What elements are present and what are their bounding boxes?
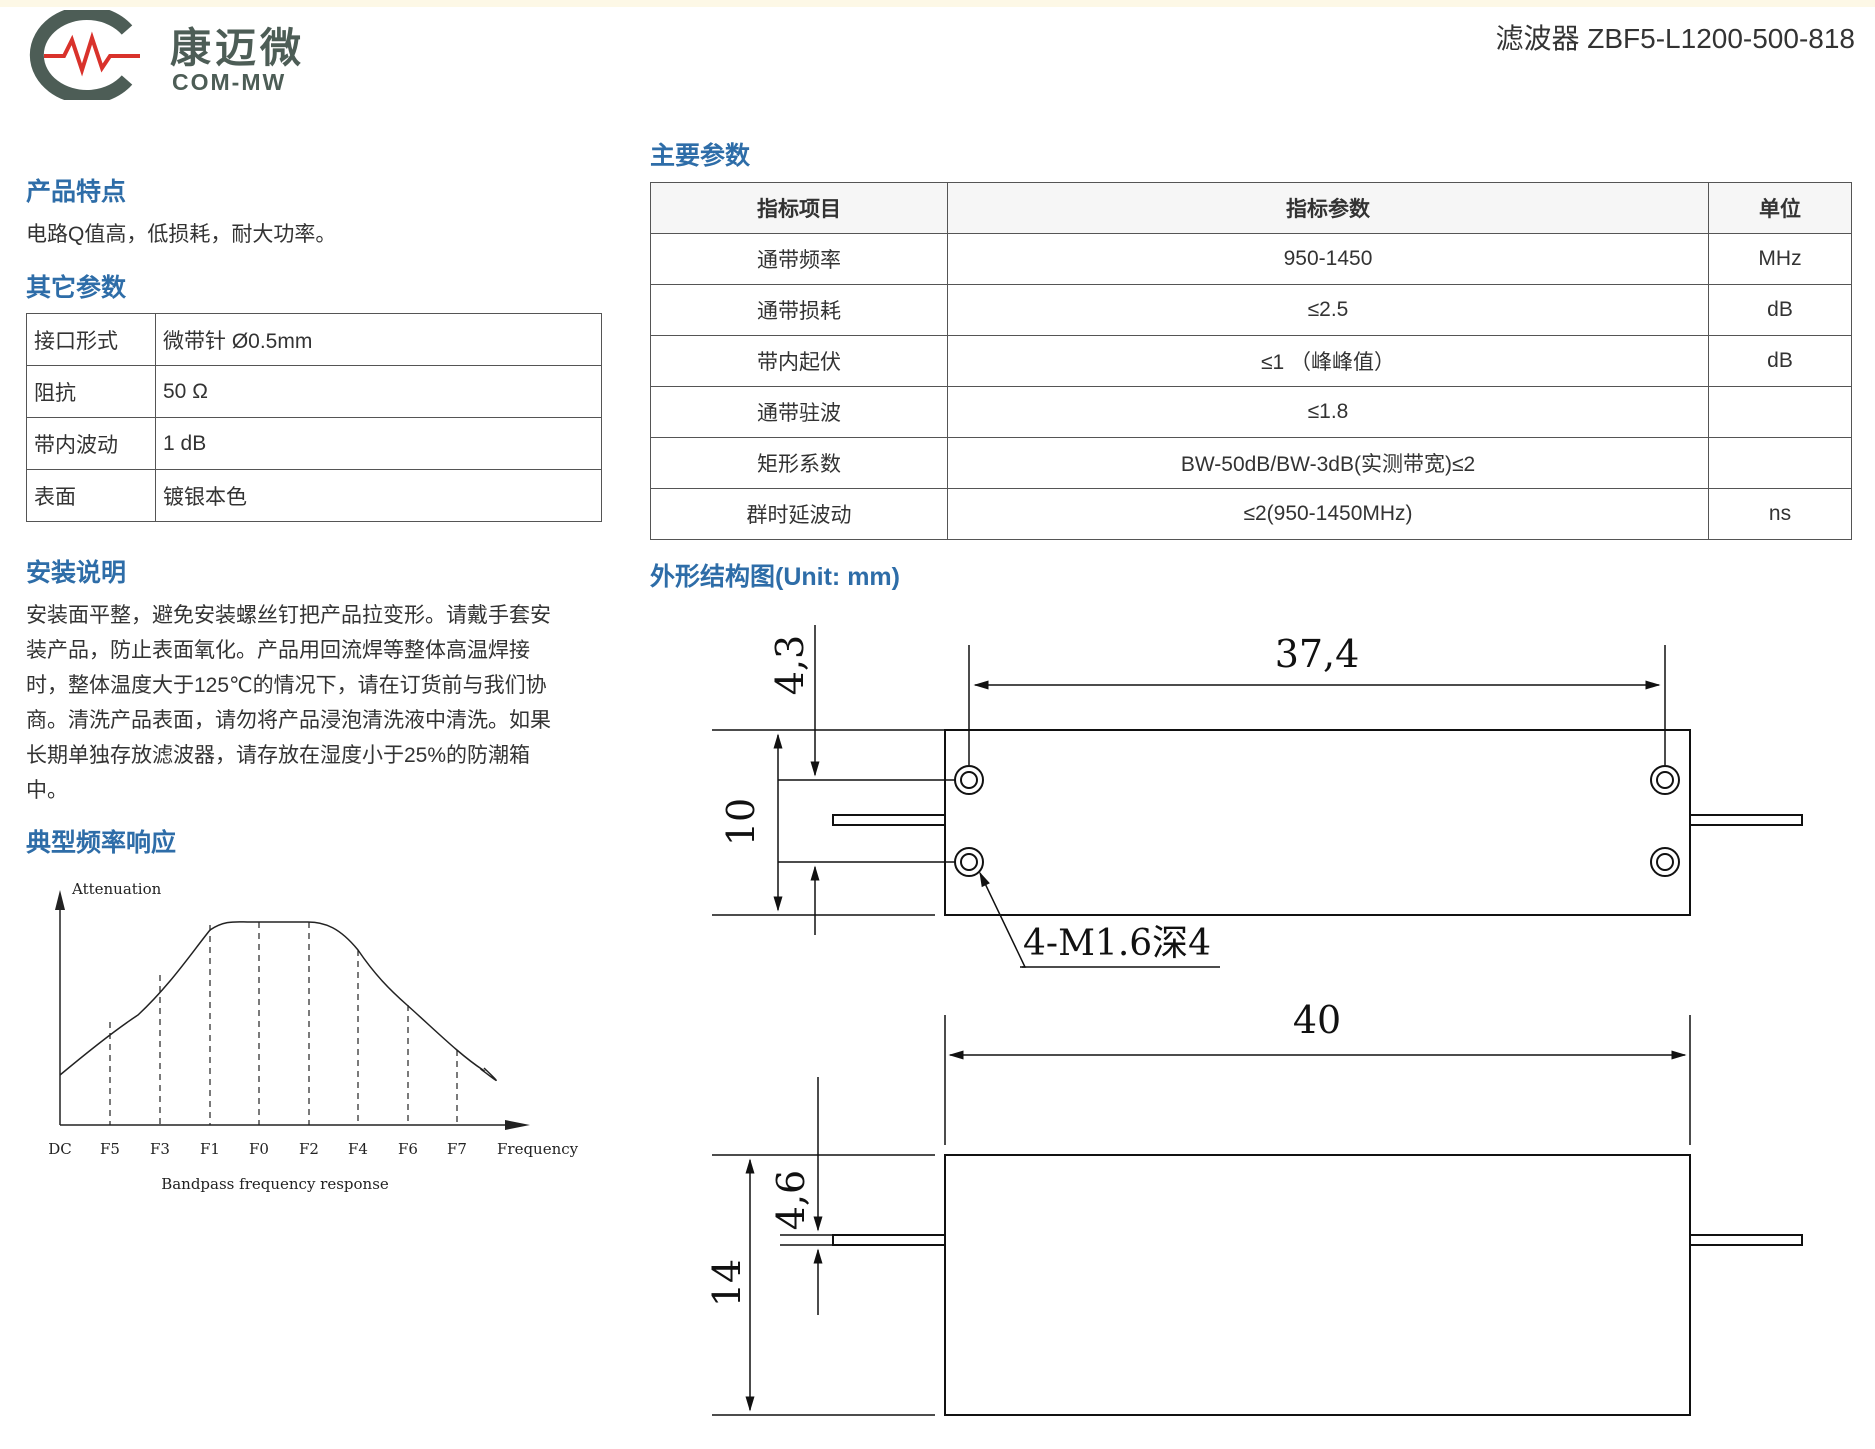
cell-item: 通带驻波 xyxy=(650,386,948,438)
column-header: 指标项目 xyxy=(650,182,948,234)
install-text: 安装面平整，避免安装螺丝钉把产品拉变形。请戴手套安 装产品，防止表面氧化。产品用… xyxy=(26,598,606,808)
other-params-title: 其它参数 xyxy=(26,274,127,302)
param-value: 50 Ω xyxy=(155,365,602,418)
left-pin xyxy=(832,814,946,826)
side-left-pin xyxy=(832,1234,946,1246)
install-line: 中。 xyxy=(26,779,68,802)
x-axis-arrow xyxy=(505,1120,530,1130)
dim-top-height: 10 xyxy=(719,798,763,846)
install-line: 商。清洗产品表面，请勿将产品浸泡清洗液中清洗。如果 xyxy=(26,709,551,732)
dim-side-width: 40 xyxy=(1293,998,1341,1042)
cell-unit: MHz xyxy=(1708,233,1852,285)
cell-unit xyxy=(1708,386,1852,438)
install-line: 安装面平整，避免安装螺丝钉把产品拉变形。请戴手套安 xyxy=(26,604,551,627)
cell-value: ≤1 （峰峰值） xyxy=(947,335,1709,387)
column-header: 指标参数 xyxy=(947,182,1709,234)
table-row: 矩形系数 BW-50dB/BW-3dB(实测带宽)≤2 xyxy=(650,437,1852,489)
hole-note: 4-M1.6深4 xyxy=(1023,923,1211,964)
dim-top-offset: 4,3 xyxy=(768,635,812,695)
cell-unit xyxy=(1708,437,1852,489)
install-line: 装产品，防止表面氧化。产品用回流焊等整体高温焊接 xyxy=(26,639,530,662)
install-line: 时，整体温度大于125℃的情况下，请在订货前与我们协 xyxy=(26,674,547,697)
top-view xyxy=(712,625,1803,968)
tick-label: DC xyxy=(48,1140,72,1158)
logo-en: COM-MW xyxy=(172,69,287,95)
response-curve xyxy=(59,921,497,1081)
table-row: 接口形式 微带针 Ø0.5mm xyxy=(26,313,602,366)
other-params-table: 接口形式 微带针 Ø0.5mm 阻抗 50 Ω 带内波动 1 dB 表面 镀银本… xyxy=(26,313,602,522)
param-label: 接口形式 xyxy=(26,313,156,366)
table-row: 阻抗 50 Ω xyxy=(26,365,602,418)
cell-unit: ns xyxy=(1708,488,1852,540)
figure-caption: Bandpass frequency response xyxy=(161,1175,389,1193)
param-label: 带内波动 xyxy=(26,417,156,470)
table-row: 带内起伏 ≤1 （峰峰值） dB xyxy=(650,335,1852,387)
top-accent-bar xyxy=(0,0,1875,7)
cell-item: 通带损耗 xyxy=(650,284,948,336)
y-axis-arrow xyxy=(55,890,65,910)
param-label: 阻抗 xyxy=(26,365,156,418)
mount-holes xyxy=(954,765,1680,877)
outline-drawing: 37,4 10 4,3 4-M1.6深4 40 14 4,6 xyxy=(705,625,1803,1416)
logo-mark xyxy=(29,6,140,104)
response-title: 典型频率响应 xyxy=(26,829,177,857)
x-axis-label: Frequency xyxy=(497,1140,579,1158)
y-axis-label: Attenuation xyxy=(71,880,162,898)
install-line: 长期单独存放滤波器，请存放在湿度小于25%的防潮箱 xyxy=(26,744,531,767)
cell-unit: dB xyxy=(1708,335,1852,387)
dashed-guides xyxy=(109,922,458,1125)
cell-unit: dB xyxy=(1708,284,1852,336)
side-right-pin xyxy=(1689,1234,1803,1246)
tick-label: F6 xyxy=(398,1140,418,1158)
cell-value: ≤1.8 xyxy=(947,386,1709,438)
logo: 康迈微 COM-MW xyxy=(22,6,322,104)
dim-side-pin: 4,6 xyxy=(769,1170,813,1230)
right-pin xyxy=(1689,814,1803,826)
table-row: 通带驻波 ≤1.8 xyxy=(650,386,1852,438)
dim-side-height: 14 xyxy=(705,1259,749,1307)
main-params-title: 主要参数 xyxy=(650,142,751,170)
table-header-row: 指标项目 指标参数 单位 xyxy=(650,182,1852,234)
param-value: 镀银本色 xyxy=(155,469,602,522)
x-ticks: DC F5 F3 F1 F0 F2 F4 F6 F7 xyxy=(48,1140,467,1158)
cell-value: ≤2(950-1450MHz) xyxy=(947,488,1709,540)
cell-item: 群时延波动 xyxy=(650,488,948,540)
column-header: 单位 xyxy=(1708,182,1852,234)
logo-cn: 康迈微 xyxy=(170,25,305,71)
tick-label: F2 xyxy=(299,1140,319,1158)
outline-title: 外形结构图(Unit: mm) xyxy=(650,563,900,591)
main-params-table: 指标项目 指标参数 单位 通带频率 950-1450 MHz 通带损耗 ≤2.5… xyxy=(650,182,1852,540)
cell-value: ≤2.5 xyxy=(947,284,1709,336)
cell-value: BW-50dB/BW-3dB(实测带宽)≤2 xyxy=(947,437,1709,489)
table-row: 表面 镀银本色 xyxy=(26,469,602,522)
cell-value: 950-1450 xyxy=(947,233,1709,285)
cell-item: 带内起伏 xyxy=(650,335,948,387)
table-row: 通带频率 950-1450 MHz xyxy=(650,233,1852,285)
table-row: 群时延波动 ≤2(950-1450MHz) ns xyxy=(650,488,1852,540)
tick-label: F4 xyxy=(348,1140,368,1158)
dim-top-width: 37,4 xyxy=(1275,632,1360,676)
tick-label: F7 xyxy=(447,1140,467,1158)
install-title: 安装说明 xyxy=(26,559,127,587)
product-title: 滤波器 ZBF5-L1200-500-818 xyxy=(1495,23,1855,54)
tick-label: F3 xyxy=(150,1140,170,1158)
cell-item: 矩形系数 xyxy=(650,437,948,489)
frequency-response-figure: Attenuation Frequency DC F5 F3 F1 F0 F2 … xyxy=(48,880,579,1193)
param-value: 1 dB xyxy=(155,417,602,470)
tick-label: F5 xyxy=(100,1140,120,1158)
table-row: 带内波动 1 dB xyxy=(26,417,602,470)
table-row: 通带损耗 ≤2.5 dB xyxy=(650,284,1852,336)
param-value: 微带针 Ø0.5mm xyxy=(155,313,602,366)
side-view xyxy=(712,1015,1803,1416)
cell-item: 通带频率 xyxy=(650,233,948,285)
features-text: 电路Q值高，低损耗，耐大功率。 xyxy=(26,223,337,246)
side-body xyxy=(944,1154,1691,1416)
param-label: 表面 xyxy=(26,469,156,522)
tick-label: F1 xyxy=(200,1140,220,1158)
tick-label: F0 xyxy=(249,1140,269,1158)
features-title: 产品特点 xyxy=(26,178,127,206)
top-body xyxy=(944,729,1691,916)
